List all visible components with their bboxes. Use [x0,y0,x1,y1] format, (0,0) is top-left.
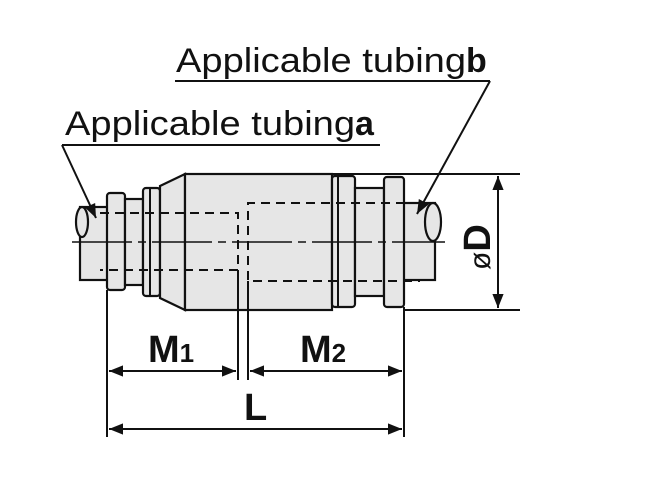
dim-l: L [244,387,267,429]
tubing-a-text: Applicable tubing [65,105,355,143]
label-tubing-a: Applicable tubing a [61,105,380,219]
label-tubing-b: Applicable tubing b [175,42,491,215]
dim-m2: M2 [300,329,346,371]
svg-text:Applicable tubing: Applicable tubing [176,42,466,80]
svg-text:Applicable tubing: Applicable tubing [65,105,355,143]
dim-d: øD [457,224,499,270]
tubing-b-text: Applicable tubing [176,42,466,80]
dimension-lines [106,173,520,437]
leader-arrow-b [416,80,491,215]
dim-m1: M1 [148,329,194,371]
leader-arrow-a [61,144,97,219]
tubing-a-letter: a [355,105,375,143]
tubing-b-letter: b [466,42,487,80]
